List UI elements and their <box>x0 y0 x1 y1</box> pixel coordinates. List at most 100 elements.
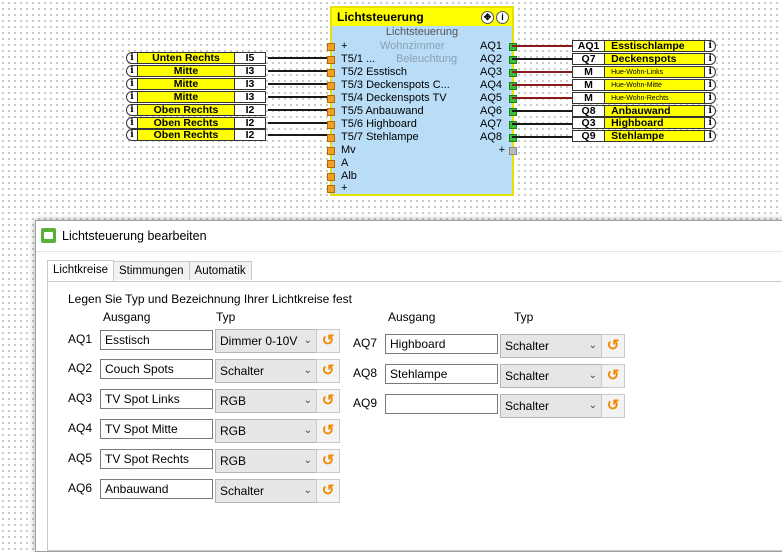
connection-wire[interactable] <box>512 84 572 86</box>
reset-icon[interactable]: ↺ <box>601 364 625 388</box>
input-connector[interactable] <box>327 69 335 77</box>
output-connector[interactable] <box>509 121 517 129</box>
reset-icon[interactable]: ↺ <box>316 419 340 443</box>
input-connector[interactable] <box>327 95 335 103</box>
reset-icon[interactable]: ↺ <box>316 479 340 503</box>
input-block[interactable]: i Oben Rechts I2 <box>126 129 268 141</box>
reset-icon[interactable]: ↺ <box>316 329 340 353</box>
info-icon[interactable]: i <box>705 66 716 78</box>
output-connector[interactable] <box>509 108 517 116</box>
input-connector[interactable] <box>327 82 335 90</box>
output-block[interactable]: Q8 Anbauwand i <box>572 105 716 117</box>
output-block[interactable]: AQ1 Esstischlampe i <box>572 40 716 52</box>
name-input[interactable]: Couch Spots <box>100 359 213 379</box>
connection-wire[interactable] <box>512 110 572 112</box>
connection-wire[interactable] <box>512 136 572 138</box>
input-block[interactable]: i Unten Rechts I5 <box>126 52 268 64</box>
connection-wire[interactable] <box>268 109 330 111</box>
block-header[interactable]: Lichtsteuerung ✥ i <box>332 8 512 26</box>
output-block[interactable]: Q9 Stehlampe i <box>572 130 716 142</box>
reset-icon[interactable]: ↺ <box>316 389 340 413</box>
info-icon[interactable]: i <box>705 130 716 142</box>
info-icon[interactable]: i <box>126 65 138 77</box>
connection-wire[interactable] <box>268 122 330 124</box>
info-icon[interactable]: i <box>126 117 138 129</box>
connection-wire[interactable] <box>268 96 330 98</box>
reset-icon[interactable]: ↺ <box>316 359 340 383</box>
name-input[interactable]: TV Spot Rechts <box>100 449 213 469</box>
info-icon[interactable]: i <box>126 78 138 90</box>
move-icon[interactable]: ✥ <box>481 11 494 24</box>
input-connector[interactable] <box>327 121 335 129</box>
info-icon[interactable]: i <box>705 79 716 91</box>
connection-wire[interactable] <box>512 45 572 47</box>
name-input[interactable]: TV Spot Links <box>100 389 213 409</box>
info-icon[interactable]: i <box>126 91 138 103</box>
input-connector[interactable] <box>327 43 335 51</box>
type-select[interactable]: Schalter⌄ <box>215 359 317 383</box>
name-input[interactable] <box>385 394 498 414</box>
type-select[interactable]: Schalter⌄ <box>500 364 602 388</box>
tab-lichtkreise[interactable]: Lichtkreise <box>47 260 114 282</box>
output-connector[interactable] <box>509 95 517 103</box>
input-block[interactable]: i Mitte I3 <box>126 65 268 77</box>
type-select[interactable]: Schalter⌄ <box>500 334 602 358</box>
input-connector[interactable] <box>327 185 335 193</box>
input-block[interactable]: i Oben Rechts I2 <box>126 117 268 129</box>
output-block[interactable]: M Hue-Wohn-Mitte i <box>572 79 716 91</box>
type-select[interactable]: Schalter⌄ <box>215 479 317 503</box>
connection-wire[interactable] <box>268 83 330 85</box>
output-block[interactable]: Q3 Highboard i <box>572 117 716 129</box>
name-input[interactable]: Highboard <box>385 334 498 354</box>
name-input[interactable]: Stehlampe <box>385 364 498 384</box>
output-block[interactable]: M Hue-Wohn-Rechts i <box>572 92 716 104</box>
name-input[interactable]: Esstisch <box>100 330 213 350</box>
output-connector[interactable] <box>509 56 517 64</box>
name-input[interactable]: TV Spot Mitte <box>100 419 213 439</box>
output-connector[interactable] <box>509 82 517 90</box>
connection-wire[interactable] <box>512 123 572 125</box>
info-icon[interactable]: i <box>705 105 716 117</box>
info-icon[interactable]: i <box>496 11 509 24</box>
add-output-button[interactable]: + <box>498 144 505 156</box>
output-connector[interactable] <box>509 147 517 155</box>
info-icon[interactable]: i <box>126 104 138 116</box>
connection-wire[interactable] <box>512 97 572 99</box>
info-icon[interactable]: i <box>126 52 138 64</box>
input-connector[interactable] <box>327 108 335 116</box>
type-select[interactable]: Dimmer 0-10V⌄ <box>215 329 317 353</box>
input-block[interactable]: i Oben Rechts I2 <box>126 104 268 116</box>
type-select[interactable]: RGB⌄ <box>215 449 317 473</box>
type-select[interactable]: RGB⌄ <box>215 419 317 443</box>
info-icon[interactable]: i <box>705 40 716 52</box>
input-connector[interactable] <box>327 173 335 181</box>
type-select[interactable]: RGB⌄ <box>215 389 317 413</box>
connection-wire[interactable] <box>268 134 330 136</box>
info-icon[interactable]: i <box>705 117 716 129</box>
input-connector[interactable] <box>327 56 335 64</box>
connection-wire[interactable] <box>512 71 572 73</box>
output-block[interactable]: Q7 Deckenspots i <box>572 53 716 65</box>
output-connector[interactable] <box>509 69 517 77</box>
reset-icon[interactable]: ↺ <box>601 394 625 418</box>
input-connector[interactable] <box>327 147 335 155</box>
info-icon[interactable]: i <box>705 53 716 65</box>
output-connector[interactable] <box>509 134 517 142</box>
connection-wire[interactable] <box>268 57 330 59</box>
add-input-button[interactable]: + <box>341 182 348 194</box>
input-block[interactable]: i Mitte I3 <box>126 78 268 90</box>
reset-icon[interactable]: ↺ <box>316 449 340 473</box>
info-icon[interactable]: i <box>126 129 138 141</box>
lichtsteuerung-block[interactable]: Lichtsteuerung ✥ i Lichtsteuerung + Wohn… <box>327 6 517 196</box>
name-input[interactable]: Anbauwand <box>100 479 213 499</box>
dialog-titlebar[interactable]: Lichtsteuerung bearbeiten <box>36 221 782 252</box>
input-connector[interactable] <box>327 160 335 168</box>
tab-stimmungen[interactable]: Stimmungen <box>112 261 190 280</box>
reset-icon[interactable]: ↺ <box>601 334 625 358</box>
input-connector[interactable] <box>327 134 335 142</box>
info-icon[interactable]: i <box>705 92 716 104</box>
connection-wire[interactable] <box>512 58 572 60</box>
output-connector[interactable] <box>509 43 517 51</box>
tab-automatik[interactable]: Automatik <box>188 261 252 280</box>
input-block[interactable]: i Mitte I3 <box>126 91 268 103</box>
